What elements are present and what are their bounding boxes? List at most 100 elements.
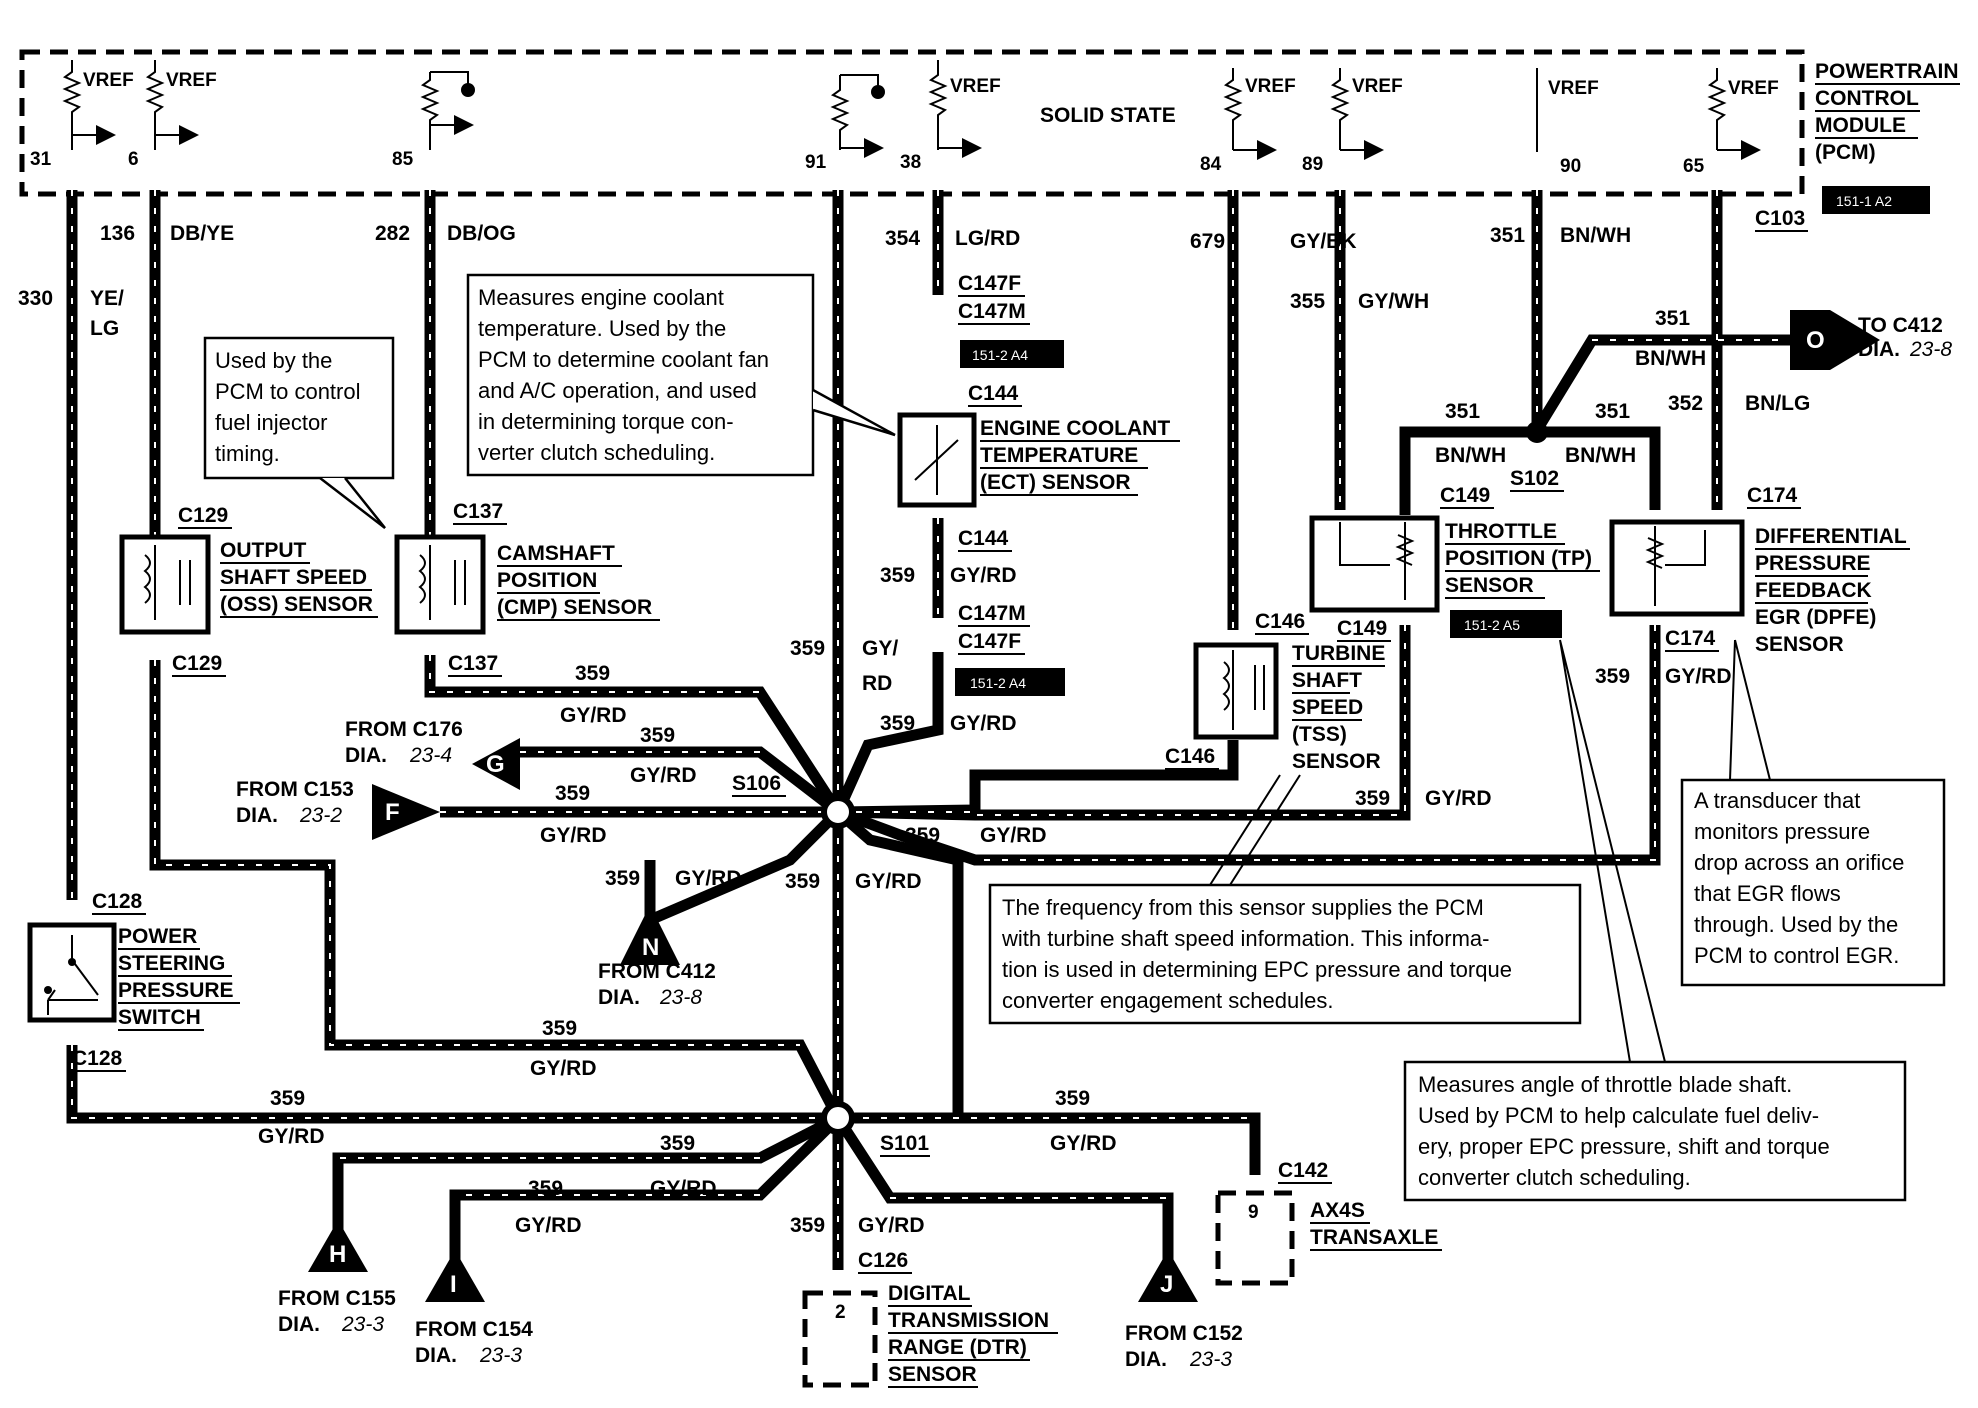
note-tss: The frequency from this sensor supplies … [988,774,1582,1025]
svg-text:SENSOR: SENSOR [1292,750,1381,773]
svg-text:BN/WH: BN/WH [1435,444,1506,467]
svg-text:SENSOR: SENSOR [888,1363,977,1386]
svg-text:GY/RD: GY/RD [1425,787,1492,810]
svg-text:DIA.: DIA. [1858,338,1900,361]
svg-text:151-2 A4: 151-2 A4 [970,675,1026,691]
svg-text:C128: C128 [72,1047,123,1070]
wire-labels: 330 YE/ LG 136 DB/YE 282 DB/OG 354 LG/RD… [18,222,1810,1237]
svg-text:PCM to control EGR.: PCM to control EGR. [1694,943,1899,968]
svg-text:23-8: 23-8 [1909,338,1952,361]
svg-text:(CMP) SENSOR: (CMP) SENSOR [497,596,652,619]
svg-text:CAMSHAFT: CAMSHAFT [497,542,615,565]
svg-text:TRANSMISSION: TRANSMISSION [888,1309,1049,1332]
svg-text:DIA.: DIA. [236,804,278,827]
svg-text:SPEED: SPEED [1292,696,1363,719]
svg-text:GY/: GY/ [862,637,898,660]
svg-text:359: 359 [660,1132,695,1155]
vref-label: VREF [1548,78,1599,99]
svg-text:monitors pressure: monitors pressure [1694,819,1870,844]
svg-text:GY/RD: GY/RD [540,824,607,847]
svg-text:J: J [1160,1271,1173,1298]
svg-text:355: 355 [1290,290,1325,313]
vref-label: VREF [1728,78,1779,99]
svg-text:C144: C144 [968,382,1019,405]
svg-text:GY/RD: GY/RD [980,824,1047,847]
svg-text:Used by the: Used by the [215,348,332,373]
svg-text:converter engagement schedules: converter engagement schedules. [1002,988,1333,1013]
svg-text:C129: C129 [172,652,222,675]
pin-31: 31 [30,149,52,170]
svg-text:GY/RD: GY/RD [1050,1132,1117,1155]
splice-s101 [821,1101,855,1135]
svg-text:282: 282 [375,222,410,245]
vref-label: VREF [166,70,217,91]
pin-38: 38 [900,152,921,173]
svg-text:FROM C153: FROM C153 [236,778,354,801]
svg-text:drop across an orifice: drop across an orifice [1694,850,1904,875]
svg-text:C126: C126 [858,1249,908,1272]
svg-text:AX4S: AX4S [1310,1199,1365,1222]
svg-text:GY/RD: GY/RD [630,764,697,787]
svg-text:GY/RD: GY/RD [560,704,627,727]
svg-text:converter clutch scheduling.: converter clutch scheduling. [1418,1165,1691,1190]
svg-text:POWER: POWER [118,925,197,948]
svg-text:GY/RD: GY/RD [1665,665,1732,688]
svg-text:POSITION: POSITION [497,569,597,592]
vref-label: VREF [83,70,134,91]
pcm-internal-circuits [62,60,1761,160]
splice-s106 [821,795,855,829]
svg-text:151-2 A4: 151-2 A4 [972,347,1028,363]
svg-text:359: 359 [880,712,915,735]
ect-sensor: ENGINE COOLANT TEMPERATURE (ECT) SENSOR [897,412,1180,508]
svg-text:C142: C142 [1278,1159,1328,1182]
svg-text:PRESSURE: PRESSURE [1755,552,1871,575]
svg-text:C174: C174 [1747,484,1798,507]
pin-90: 90 [1560,156,1581,177]
svg-text:H: H [329,1241,346,1268]
pcm-title-2: CONTROL [1815,87,1919,110]
svg-text:679: 679 [1190,230,1225,253]
pcm-title-3: MODULE [1815,114,1906,137]
svg-text:SWITCH: SWITCH [118,1006,201,1029]
splice-s102 [1526,421,1548,443]
offpage-j: J FROM C152 DIA. 23-3 [1125,1250,1243,1371]
svg-text:POSITION (TP): POSITION (TP) [1445,547,1592,570]
svg-text:A transducer that: A transducer that [1694,788,1860,813]
svg-text:GY/RD: GY/RD [675,867,742,890]
svg-text:359: 359 [1355,787,1390,810]
svg-text:that EGR flows: that EGR flows [1694,881,1841,906]
svg-text:verter clutch scheduling.: verter clutch scheduling. [478,440,715,465]
note-ect: Measures engine coolant temperature. Use… [466,273,896,477]
svg-text:C146: C146 [1255,610,1305,633]
svg-text:GY/BK: GY/BK [1290,230,1357,253]
pin-65: 65 [1683,156,1705,177]
svg-text:(TSS): (TSS) [1292,723,1347,746]
svg-text:in determining torque con-: in determining torque con- [478,409,734,434]
svg-text:OUTPUT: OUTPUT [220,539,307,562]
tss-sensor: TURBINE SHAFT SPEED (TSS) SENSOR [1193,642,1385,773]
svg-text:and A/C operation, and used: and A/C operation, and used [478,378,757,403]
svg-text:timing.: timing. [215,441,280,466]
pin-85: 85 [392,149,414,170]
svg-text:DIGITAL: DIGITAL [888,1282,971,1305]
svg-text:TEMPERATURE: TEMPERATURE [980,444,1138,467]
pcm-title-1: POWERTRAIN [1815,60,1959,83]
svg-text:FROM C155: FROM C155 [278,1287,396,1310]
svg-text:GY/RD: GY/RD [950,564,1017,587]
oss-sensor: OUTPUT SHAFT SPEED (OSS) SENSOR [119,534,378,635]
svg-text:BN/WH: BN/WH [1635,347,1706,370]
svg-text:330: 330 [18,287,53,310]
svg-text:FROM C176: FROM C176 [345,718,463,741]
svg-text:S102: S102 [1510,467,1559,490]
svg-text:DIA.: DIA. [278,1313,320,1336]
svg-text:23-8: 23-8 [659,986,702,1009]
svg-text:(OSS) SENSOR: (OSS) SENSOR [220,593,373,616]
svg-text:LG/RD: LG/RD [955,227,1020,250]
offpage-h: H FROM C155 DIA. 23-3 [278,1220,396,1336]
svg-text:N: N [642,934,659,961]
svg-text:C137: C137 [453,500,503,523]
svg-text:359: 359 [880,564,915,587]
svg-text:9: 9 [1248,1202,1259,1223]
svg-text:The frequency from this sensor: The frequency from this sensor supplies … [1002,895,1484,920]
svg-text:23-4: 23-4 [409,744,452,767]
